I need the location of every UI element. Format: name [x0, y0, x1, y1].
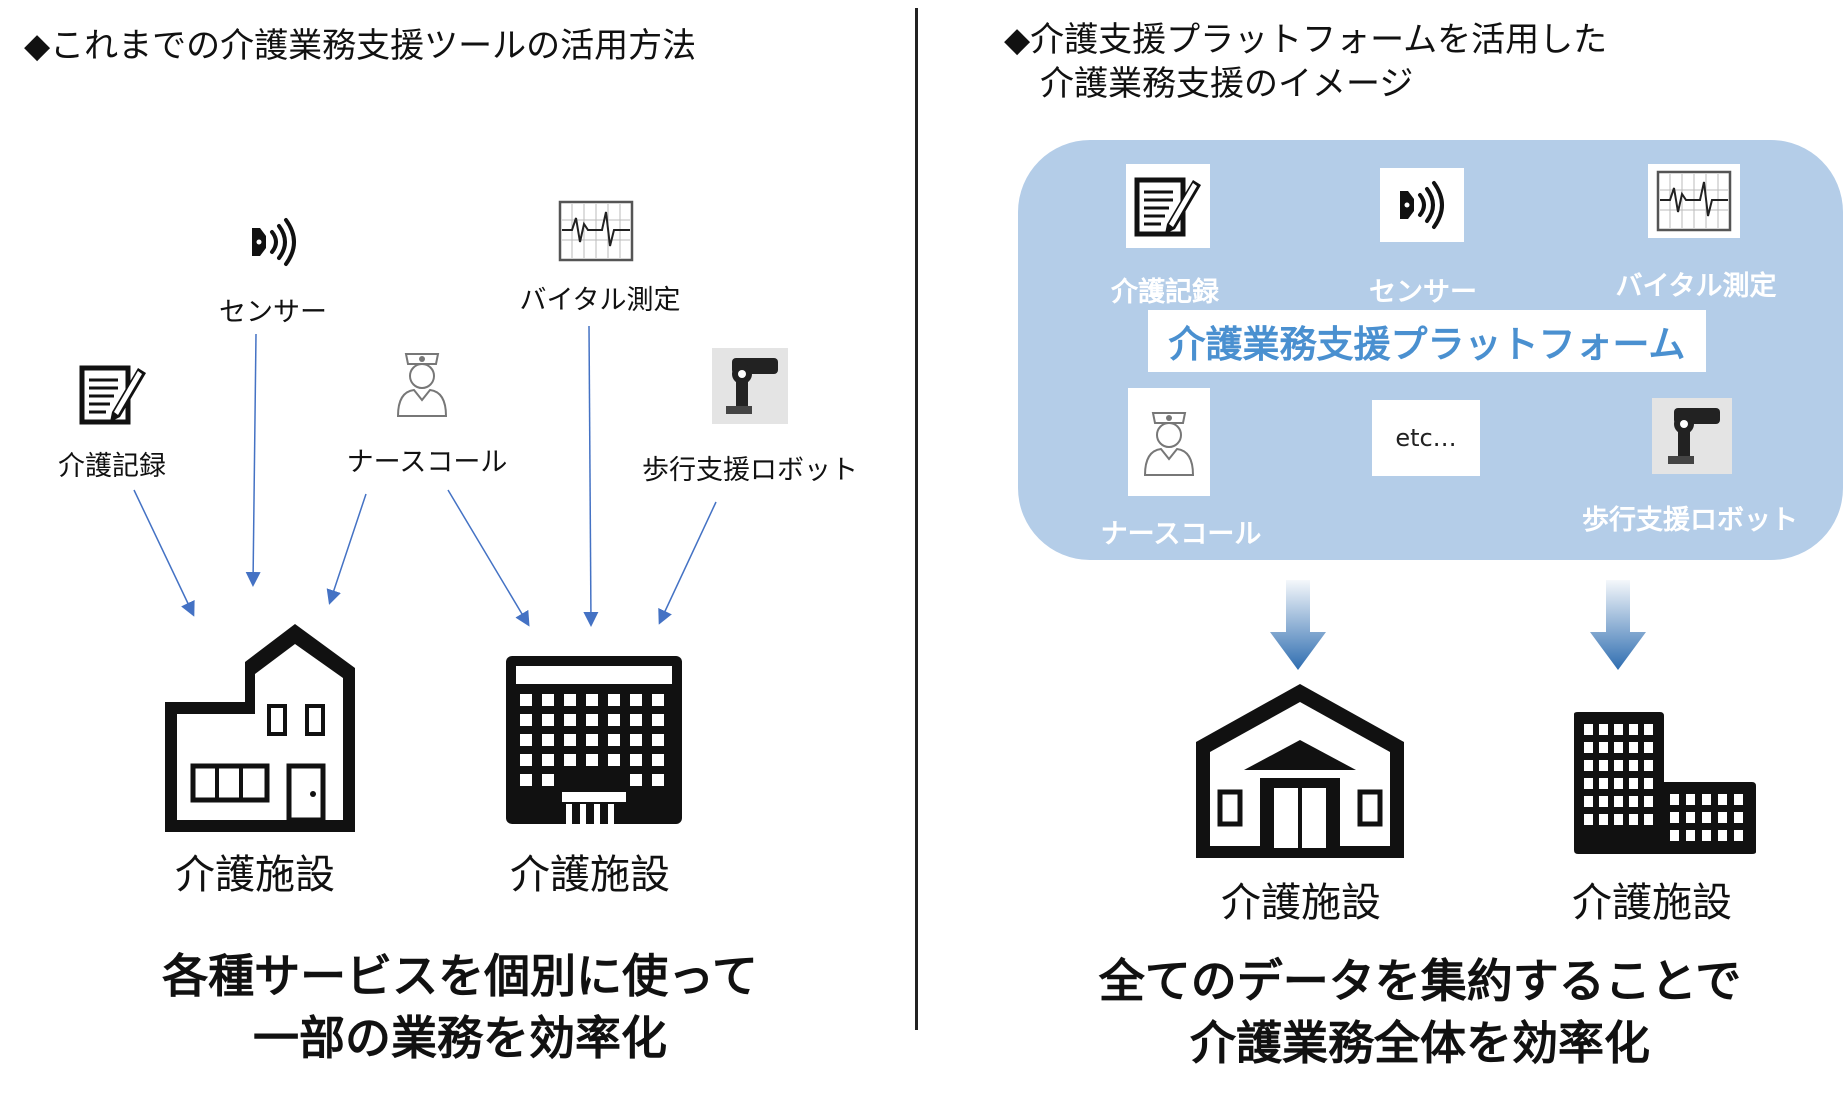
arrow-nurse-1 [326, 493, 367, 605]
sensor-icon [246, 214, 302, 270]
arrow-vital [583, 325, 599, 627]
platform-sensor-icon [1380, 168, 1464, 242]
arrow-robot [658, 501, 717, 625]
platform-walking-robot-icon [1652, 398, 1732, 474]
institution-building-icon [1194, 682, 1406, 860]
arrow-kiroku [133, 489, 195, 617]
nurse-icon [392, 348, 452, 418]
platform-nurse-icon [1128, 388, 1210, 496]
platform-label-robot: 歩行支援ロボット [1582, 505, 1798, 536]
right-facility-2-label: 介護施設 [1572, 880, 1732, 926]
connector-arrows [133, 325, 717, 627]
platform-etc: etc… [1372, 400, 1480, 476]
left-summary-line2: 一部の業務を効率化 [253, 1011, 667, 1065]
label-nurse-call: ナースコール [346, 447, 508, 478]
vital-monitor-icon [558, 200, 634, 262]
platform-vital-monitor-icon [1648, 164, 1740, 238]
arrow-nurse-2 [447, 489, 530, 627]
label-robot: 歩行支援ロボット [642, 455, 858, 486]
left-facility-2-label: 介護施設 [510, 852, 670, 898]
right-heading-line2: 介護業務支援のイメージ [1040, 64, 1414, 104]
house-icon [163, 620, 357, 834]
left-summary-line1: 各種サービスを個別に使って [162, 949, 758, 1003]
right-summary-line2: 介護業務全体を効率化 [1190, 1016, 1650, 1070]
vertical-divider [915, 8, 918, 1030]
platform-notepad-icon [1126, 164, 1210, 248]
left-heading: ◆これまでの介護業務支援ツールの活用方法 [24, 26, 697, 66]
notepad-icon [78, 362, 148, 426]
label-vital: バイタル測定 [519, 285, 681, 316]
platform-label-nurse-call: ナースコール [1100, 519, 1262, 550]
arrow-sensor [245, 333, 261, 587]
platform-label-sensor: センサー [1369, 277, 1477, 308]
tall-building-icon [1572, 710, 1758, 856]
right-facility-1-label: 介護施設 [1221, 880, 1381, 926]
down-arrow-1 [1268, 580, 1328, 672]
platform-label-kiroku: 介護記録 [1111, 277, 1219, 308]
right-summary-line1: 全てのデータを集約することで [1098, 954, 1742, 1008]
down-arrow-2 [1588, 580, 1648, 672]
platform-title: 介護業務支援プラットフォーム [1148, 310, 1706, 372]
platform-label-vital: バイタル測定 [1615, 271, 1777, 302]
left-facility-1-label: 介護施設 [175, 852, 335, 898]
office-building-icon [504, 654, 684, 826]
label-kiroku: 介護記録 [58, 451, 166, 482]
label-sensor: センサー [219, 297, 327, 328]
walking-robot-icon [712, 348, 788, 424]
right-heading-line1: ◆介護支援プラットフォームを活用した [1004, 20, 1608, 60]
